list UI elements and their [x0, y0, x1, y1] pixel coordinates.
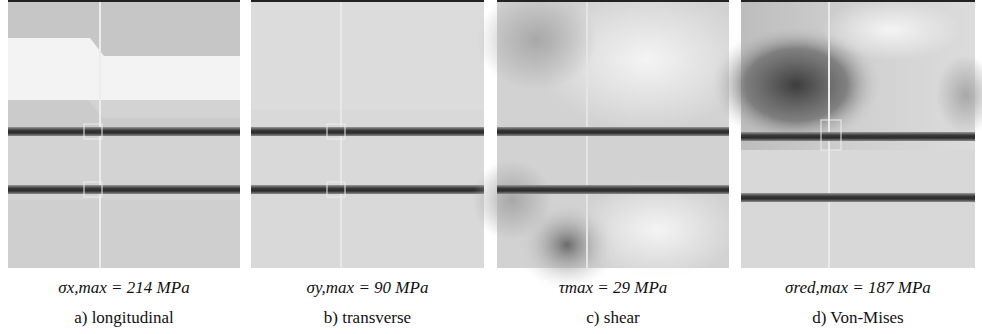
- stress-zone: [8, 0, 240, 100]
- mesh-outline: [327, 124, 345, 139]
- panel-caption: c) shear: [497, 308, 729, 328]
- stiffener: [741, 132, 975, 141]
- von-mises-plot: [711, 0, 982, 268]
- mesh-outline: [821, 120, 841, 150]
- stiffener: [497, 185, 729, 194]
- longitudinal-plot: [8, 0, 240, 268]
- plate-edge: [741, 0, 975, 2]
- panel-caption: b) transverse: [251, 308, 484, 328]
- stress-zone: [477, 0, 597, 90]
- stress-zone: [8, 100, 240, 128]
- mesh-outline: [84, 124, 102, 139]
- max-stress-value: σred,max = 187 MPa: [741, 278, 975, 298]
- mesh-outline: [84, 182, 102, 197]
- stiffener: [497, 127, 729, 136]
- stress-zone: [741, 150, 975, 268]
- max-stress-value: σy,max = 90 MPa: [251, 278, 484, 298]
- stiffener: [8, 185, 240, 194]
- shear-plot: [472, 0, 757, 290]
- stress-zone: [8, 38, 240, 100]
- stiffener: [8, 127, 240, 136]
- transverse-plot: [251, 0, 484, 268]
- plate-edge: [8, 0, 240, 2]
- plot-ground: [251, 0, 484, 268]
- plate-edge: [251, 0, 484, 2]
- mesh-outline: [327, 182, 345, 197]
- stress-zone: [472, 160, 552, 240]
- plate-edge: [497, 0, 729, 2]
- stress-zone: [8, 200, 240, 268]
- stiffener: [251, 185, 484, 194]
- stiffener: [251, 127, 484, 136]
- panel-caption: d) Von-Mises: [741, 308, 975, 328]
- max-stress-value: τmax = 29 MPa: [497, 278, 729, 298]
- stress-zone: [821, 0, 961, 60]
- stress-zone: [936, 55, 982, 135]
- stiffener: [741, 193, 975, 202]
- plot-ground: [8, 0, 240, 268]
- stress-zone: [251, 0, 484, 110]
- max-stress-value: σx,max = 214 MPa: [8, 278, 240, 298]
- panel-caption: a) longitudinal: [8, 308, 240, 328]
